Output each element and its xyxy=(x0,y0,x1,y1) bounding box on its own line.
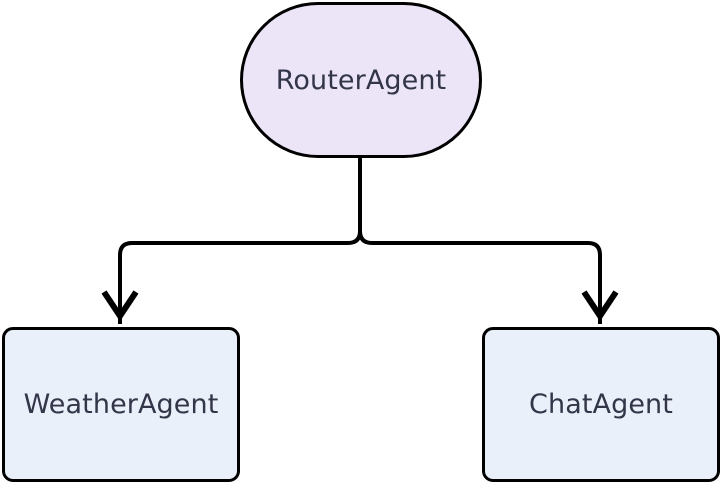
node-chat-agent[interactable]: ChatAgent xyxy=(482,327,720,482)
node-chat-agent-label: ChatAgent xyxy=(529,389,673,420)
node-router-agent-label: RouterAgent xyxy=(275,64,447,96)
node-weather-agent-label: WeatherAgent xyxy=(23,389,219,420)
edge-router-to-chat-line xyxy=(358,230,602,300)
node-router-agent[interactable]: RouterAgent xyxy=(240,2,482,158)
node-weather-agent[interactable]: WeatherAgent xyxy=(2,327,240,482)
edge-router-to-weather-line xyxy=(118,230,362,300)
